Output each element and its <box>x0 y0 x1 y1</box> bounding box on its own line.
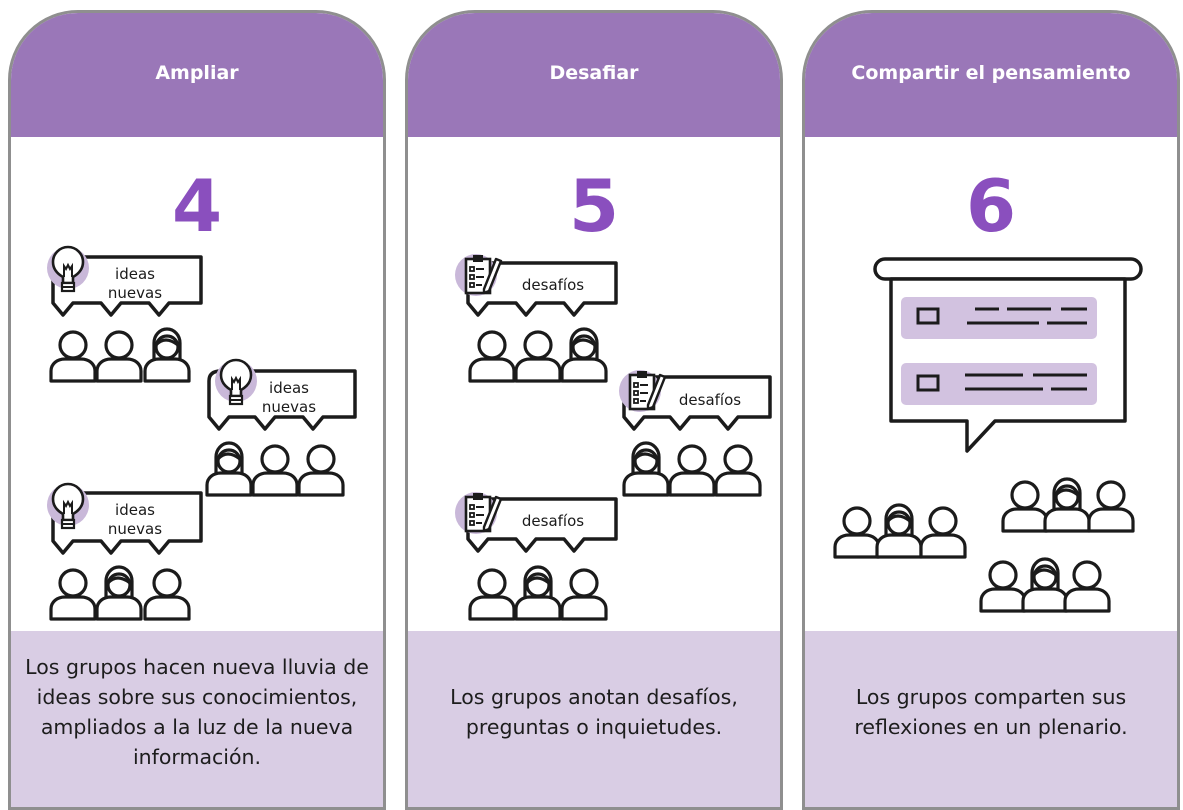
step-number: 5 <box>568 164 620 248</box>
card-title: Ampliar <box>11 13 383 137</box>
person-icon <box>875 503 923 559</box>
group-plenary-3 <box>979 557 1111 613</box>
person-icon <box>251 444 299 497</box>
person-icon <box>919 506 967 559</box>
person-icon <box>95 330 143 383</box>
person-icon <box>560 568 608 621</box>
person-icon <box>95 565 143 621</box>
person-icon <box>833 506 881 559</box>
group-challenges-1: desafíos <box>453 252 618 383</box>
bubble-text: desafíos <box>679 391 741 409</box>
bubble-text: desafíos <box>522 512 584 530</box>
bubble-text-line2: nuevas <box>262 398 316 416</box>
person-icon <box>468 330 516 383</box>
person-icon <box>514 330 562 383</box>
bubble-text-line2: nuevas <box>108 520 162 538</box>
person-icon <box>714 444 762 497</box>
person-icon <box>143 568 191 621</box>
group-challenges-3: desafíos <box>453 490 618 621</box>
description-text: Los grupos comparten sus reflexiones en … <box>854 685 1128 739</box>
person-icon <box>49 330 97 383</box>
challenge-groups-illustration: desafíos desafíos desafíos <box>453 252 772 621</box>
description-text: Los grupos hacen nueva lluvia de ideas s… <box>25 655 369 769</box>
group-plenary-1 <box>833 503 967 559</box>
person-icon <box>468 568 516 621</box>
card-description: Los grupos comparten sus reflexiones en … <box>805 631 1177 807</box>
step-number: 6 <box>965 164 1017 248</box>
bubble-text: desafíos <box>522 276 584 294</box>
person-icon <box>1087 480 1135 533</box>
person-icon <box>622 441 670 497</box>
card-title: Desafiar <box>408 13 780 137</box>
step-number: 4 <box>171 164 223 248</box>
person-icon <box>1021 557 1069 613</box>
group-challenges-2: desafíos <box>617 368 772 497</box>
card-description: Los grupos hacen nueva lluvia de ideas s… <box>11 631 383 807</box>
description-text: Los grupos anotan desafíos, preguntas o … <box>450 685 738 739</box>
person-icon <box>1001 480 1049 533</box>
person-icon <box>49 568 97 621</box>
bubble-text-line1: ideas <box>269 379 309 397</box>
group-ideas-1: ideas nuevas <box>45 245 203 383</box>
card-ampliar: Ampliar 4 ideas nuevas ideas nuevas idea… <box>8 10 386 810</box>
person-icon <box>668 444 716 497</box>
person-icon <box>1043 477 1091 533</box>
plenary-illustration <box>833 257 1143 613</box>
bubble-text-line2: nuevas <box>108 284 162 302</box>
card-description: Los grupos anotan desafíos, preguntas o … <box>408 631 780 807</box>
person-icon <box>143 327 191 383</box>
presentation-board-icon <box>873 257 1143 453</box>
person-icon <box>979 560 1027 613</box>
card-title: Compartir el pensamiento <box>805 13 1177 137</box>
person-icon <box>1063 560 1111 613</box>
person-icon <box>205 441 253 497</box>
bubble-text-line1: ideas <box>115 501 155 519</box>
card-compartir: Compartir el pensamiento 6 <box>802 10 1180 810</box>
person-icon <box>297 444 345 497</box>
group-ideas-3: ideas nuevas <box>45 482 203 621</box>
card-desafiar: Desafiar 5 desafíos desafíos desafíos <box>405 10 783 810</box>
group-plenary-2 <box>1001 477 1135 533</box>
person-icon <box>514 565 562 621</box>
group-ideas-2: ideas nuevas <box>205 358 357 497</box>
brainstorm-groups-illustration: ideas nuevas ideas nuevas ideas nuevas <box>45 245 357 621</box>
person-icon <box>560 327 608 383</box>
bubble-text-line1: ideas <box>115 265 155 283</box>
